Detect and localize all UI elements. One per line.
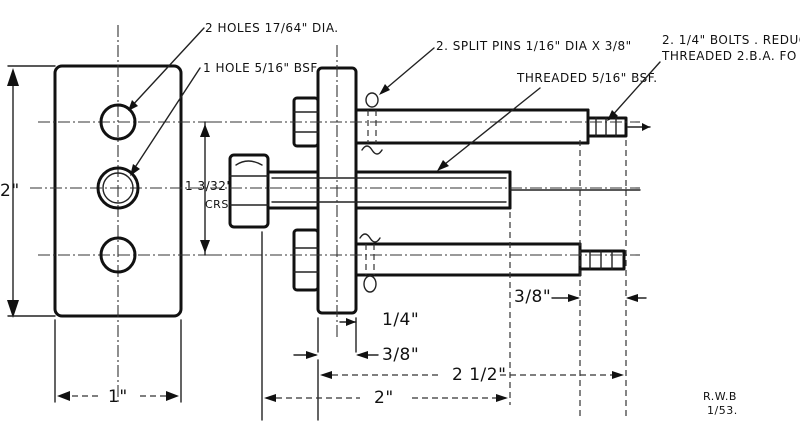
bolts-label-line1: 2. 1/4" BOLTS . REDUCE xyxy=(662,33,800,47)
end-offset-dimension: 3/8" xyxy=(514,287,647,307)
top-bolt xyxy=(292,92,628,155)
offset-label: 3/8" xyxy=(382,345,419,365)
signature: R.W.B 1/53. xyxy=(703,390,738,417)
one-hole-label: 1 HOLE 5/16" BSF. xyxy=(203,61,320,75)
width-dimension-label: 1" xyxy=(108,387,128,407)
middle-bolt xyxy=(228,153,512,229)
signature-date: 1/53. xyxy=(707,404,738,417)
plate-front-view xyxy=(30,25,210,405)
leader-two-holes: 2 HOLES 17/64" DIA. xyxy=(128,21,339,111)
bottom-bolt-thread xyxy=(578,249,626,271)
centres-dimension: 1 3/32" CRS. xyxy=(185,121,233,256)
bottom-bolt-head xyxy=(292,228,320,292)
centres-unit: CRS. xyxy=(205,198,233,211)
hole-middle-inner xyxy=(102,172,134,204)
extension-lines-right xyxy=(509,140,641,420)
middle-bolt-head xyxy=(228,153,270,229)
offset-dimension: 3/8" xyxy=(293,345,419,365)
leader-threaded: THREADED 5/16" BSF. xyxy=(437,71,658,171)
plate-thickness-dimension: 1/4" xyxy=(317,310,419,353)
overall-label: 2 1/2" xyxy=(452,365,506,385)
height-dimension: 2" xyxy=(0,65,56,318)
leader-bolts: 2. 1/4" BOLTS . REDUCE THREADED 2.B.A. F… xyxy=(607,33,800,131)
width-dimension: 1" xyxy=(54,319,182,407)
top-bolt-thread xyxy=(586,116,628,138)
threaded-bsf-label: THREADED 5/16" BSF. xyxy=(516,71,658,85)
hole-top xyxy=(99,103,137,141)
two-holes-label: 2 HOLES 17/64" DIA. xyxy=(205,21,339,35)
split-pin-bottom xyxy=(363,275,377,293)
shank-dimension: 2" xyxy=(261,231,508,421)
hole-middle xyxy=(96,166,140,210)
shank-label: 2" xyxy=(374,388,394,408)
side-view xyxy=(210,45,640,340)
bottom-bolt xyxy=(292,228,626,293)
signature-initials: R.W.B xyxy=(703,390,737,403)
overall-dimension: 2 1/2" xyxy=(317,359,624,421)
leader-split-pins: 2. SPLIT PINS 1/16" DIA X 3/8" xyxy=(379,39,632,95)
leader-one-hole: 1 HOLE 5/16" BSF. xyxy=(130,61,320,176)
centres-value: 1 3/32" xyxy=(185,179,232,193)
split-pins-label: 2. SPLIT PINS 1/16" DIA X 3/8" xyxy=(436,39,632,53)
bolts-label-line2: THREADED 2.B.A. FO xyxy=(661,49,797,63)
end-offset-label: 3/8" xyxy=(514,287,551,307)
split-pin-top xyxy=(365,92,379,108)
hole-bottom xyxy=(99,236,137,274)
height-dimension-label: 2" xyxy=(0,181,20,201)
plate-thickness-label: 1/4" xyxy=(382,310,419,330)
